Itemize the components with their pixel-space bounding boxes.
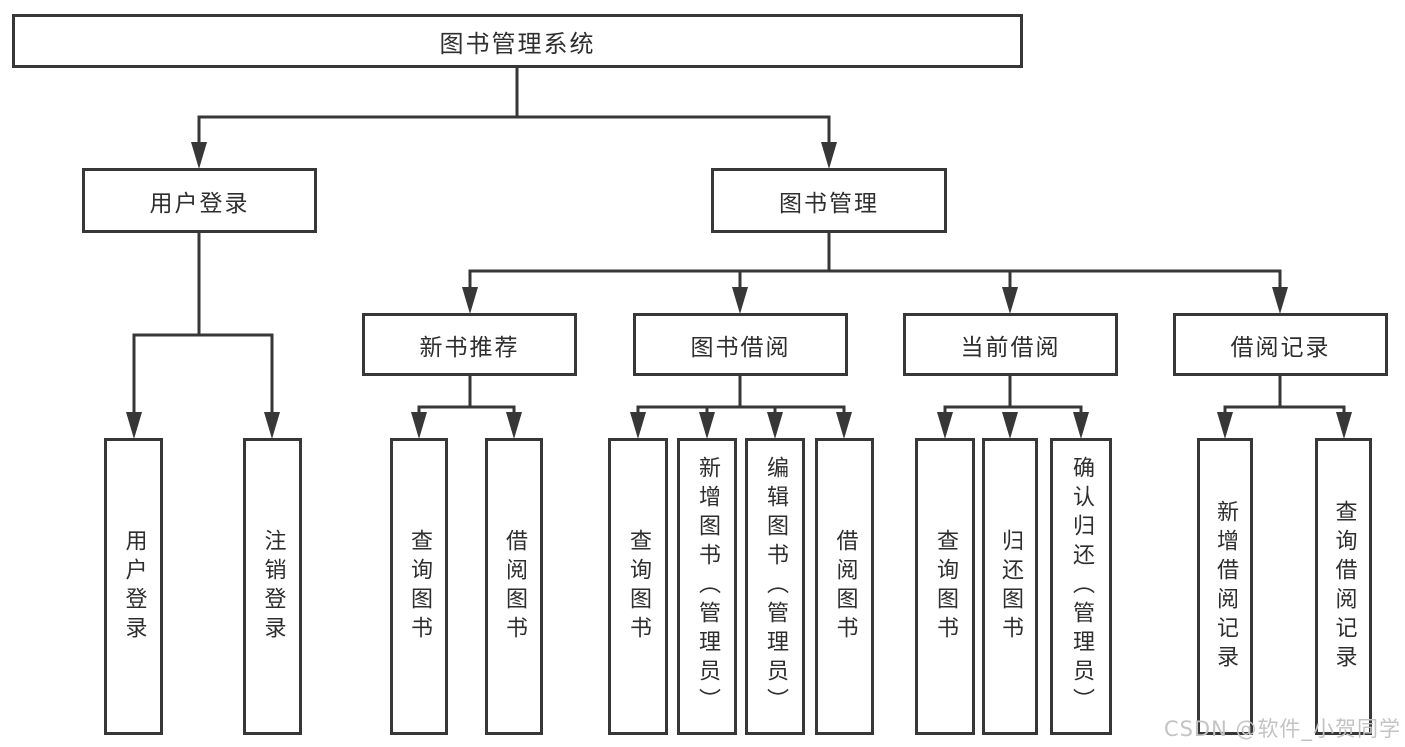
leaf-query-books-borrow: 查询图书 (608, 438, 668, 735)
connector-current-borrow-children (937, 374, 1089, 439)
connector-root-to-children (191, 65, 837, 169)
node-label: 新增图书（管理员） (695, 456, 720, 717)
node-label: 新书推荐 (419, 334, 520, 361)
connector-user-login-children (126, 231, 280, 439)
node-book-management: 图书管理 (711, 168, 947, 233)
leaf-borrow-books-recommend: 借阅图书 (485, 438, 543, 735)
leaf-borrow-books: 借阅图书 (815, 438, 874, 735)
node-book-borrow: 图书借阅 (633, 313, 848, 376)
node-label: 图书管理系统 (439, 29, 596, 58)
node-label: 查询图书 (626, 528, 651, 645)
node-label: 用户登录 (121, 528, 147, 645)
leaf-return-book: 归还图书 (982, 438, 1038, 735)
node-root: 图书管理系统 (12, 14, 1023, 68)
connector-borrow-record-children (1217, 374, 1352, 439)
node-label: 当前借阅 (960, 334, 1061, 361)
connector-new-book-children (411, 374, 522, 439)
leaf-edit-book-admin: 编辑图书（管理员） (745, 438, 805, 735)
node-label: 编辑图书（管理员） (763, 456, 788, 717)
node-label: 查询图书 (407, 528, 432, 645)
node-borrow-records: 借阅记录 (1173, 313, 1388, 376)
node-new-book-recommend: 新书推荐 (362, 313, 577, 376)
leaf-add-borrow-record: 新增借阅记录 (1197, 438, 1253, 735)
node-label: 新增借阅记录 (1213, 499, 1238, 674)
connector-book-management-children (462, 232, 1288, 314)
node-current-borrow: 当前借阅 (903, 313, 1118, 376)
node-label: 借阅图书 (832, 528, 858, 645)
leaf-logout: 注销登录 (243, 438, 302, 735)
csdn-watermark: CSDN @软件_小贺同学 (1163, 717, 1401, 741)
leaf-query-borrow-record: 查询借阅记录 (1315, 438, 1372, 735)
node-label: 归还图书 (998, 528, 1023, 645)
node-label: 图书借阅 (690, 334, 791, 361)
node-label: 借阅记录 (1230, 334, 1331, 361)
node-label: 查询借阅记录 (1331, 499, 1357, 674)
node-label: 确认归还（管理员） (1069, 456, 1094, 717)
node-label: 借阅图书 (502, 528, 527, 645)
node-label: 用户登录 (149, 190, 250, 217)
leaf-query-books-current: 查询图书 (915, 438, 975, 735)
node-label: 查询图书 (933, 528, 958, 645)
leaf-confirm-return-admin: 确认归还（管理员） (1050, 438, 1112, 735)
leaf-add-book-admin: 新增图书（管理员） (677, 438, 737, 735)
leaf-query-books-recommend: 查询图书 (390, 438, 448, 735)
connector-book-borrow-children (630, 374, 852, 439)
node-user-login: 用户登录 (82, 168, 317, 233)
leaf-user-login: 用户登录 (104, 438, 163, 735)
node-label: 图书管理 (779, 190, 879, 217)
node-label: 注销登录 (260, 528, 286, 645)
